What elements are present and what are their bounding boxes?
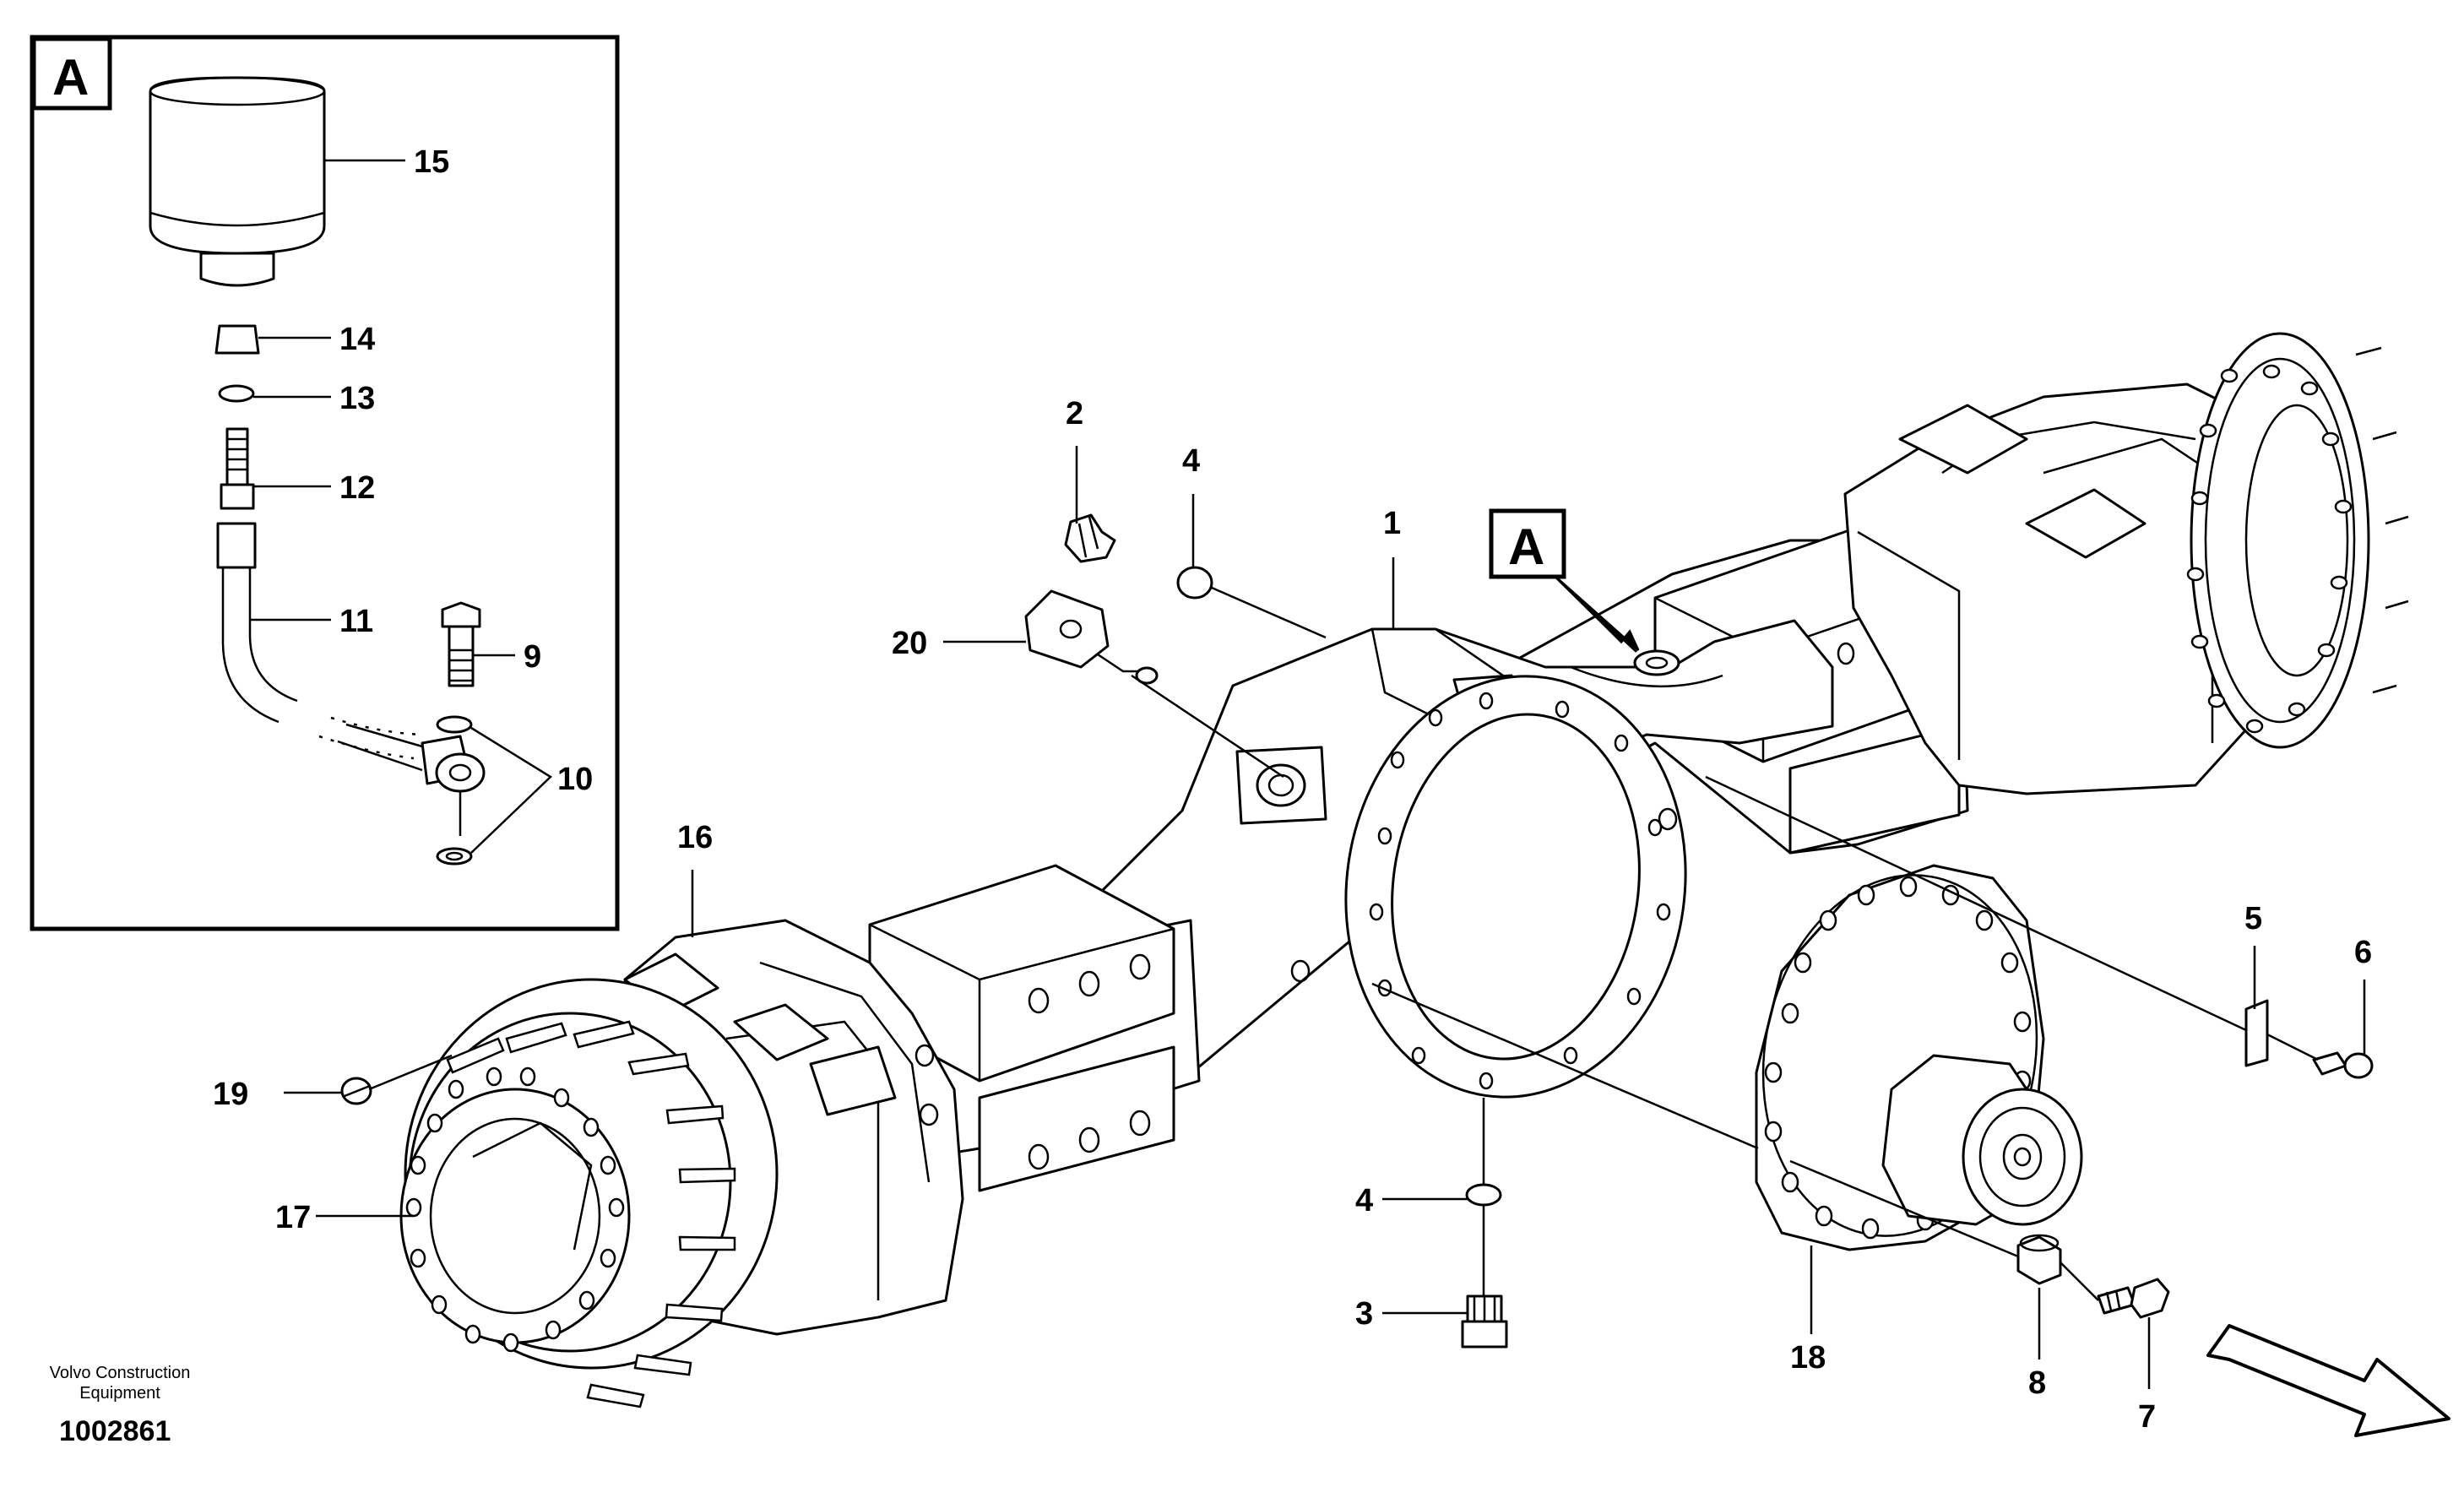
callout-1: 1 [1383,506,1401,541]
callout-12: 12 [339,470,375,506]
washer [218,384,255,403]
breather-port [1633,649,1680,676]
differential-carrier [1755,864,2083,1251]
publisher-line-2: Equipment [79,1384,160,1403]
callout-18: 18 [1790,1340,1826,1376]
bushing-8 [2016,1234,2062,1285]
callout-2: 2 [1066,396,1083,431]
callout-labels: 15 14 13 12 11 9 10 2 4 1 20 16 19 17 4 … [213,144,2372,1435]
inset-letter-box [31,36,112,111]
callout-15: 15 [414,144,449,180]
callout-6: 6 [2354,935,2372,970]
sensor-20 [1024,589,1159,685]
callout-4-upper: 4 [1182,443,1200,479]
callout-16: 16 [677,820,713,855]
callout-17: 17 [275,1200,311,1235]
callout-3: 3 [1355,1296,1373,1332]
document-number: 1002861 [59,1415,171,1447]
bolt-6 [2312,1051,2374,1079]
sealing-washer-upper [436,715,473,734]
callout-10: 10 [557,762,593,797]
callout-8: 8 [2028,1365,2046,1401]
footer: Volvo Construction Equipment 1002861 [50,1364,191,1447]
callout-14: 14 [339,322,375,357]
plug-3 [1461,1294,1508,1349]
callout-20: 20 [892,626,927,661]
plug-2 [1064,513,1116,563]
inset-ref-letter: A [52,49,89,106]
hose [216,522,471,785]
callout-9: 9 [524,639,541,675]
axle-assembly: A [340,332,2450,1437]
inset-a: A [30,35,620,931]
sealing-washer-lower [436,847,473,866]
nipple [220,427,255,510]
publisher-line-1: Volvo Construction [50,1364,191,1382]
callout-13: 13 [339,381,375,416]
banjo-bolt [441,601,481,687]
leader-lines [250,159,2366,1389]
o-ring-upper [1176,566,1213,600]
o-ring-lower [1465,1183,1502,1207]
fitting-nut [214,324,260,355]
banjo-eye [435,752,486,793]
callout-5: 5 [2244,901,2262,936]
main-ref-letter-box [1489,508,1566,579]
inset-frame [30,35,620,931]
callout-4-lower: 4 [1355,1183,1373,1218]
main-ref-letter: A [1508,518,1544,575]
plate-5 [2244,999,2269,1067]
callout-19: 19 [213,1077,248,1112]
right-wheel-hub [1843,332,2409,795]
callout-7: 7 [2138,1399,2156,1435]
bolt-7 [2097,1278,2170,1319]
direction-arrow [2206,1324,2450,1437]
left-wheel-hub [399,978,779,1408]
breather-filter [149,76,326,287]
callout-11: 11 [339,604,373,639]
plug-19 [340,1077,372,1105]
